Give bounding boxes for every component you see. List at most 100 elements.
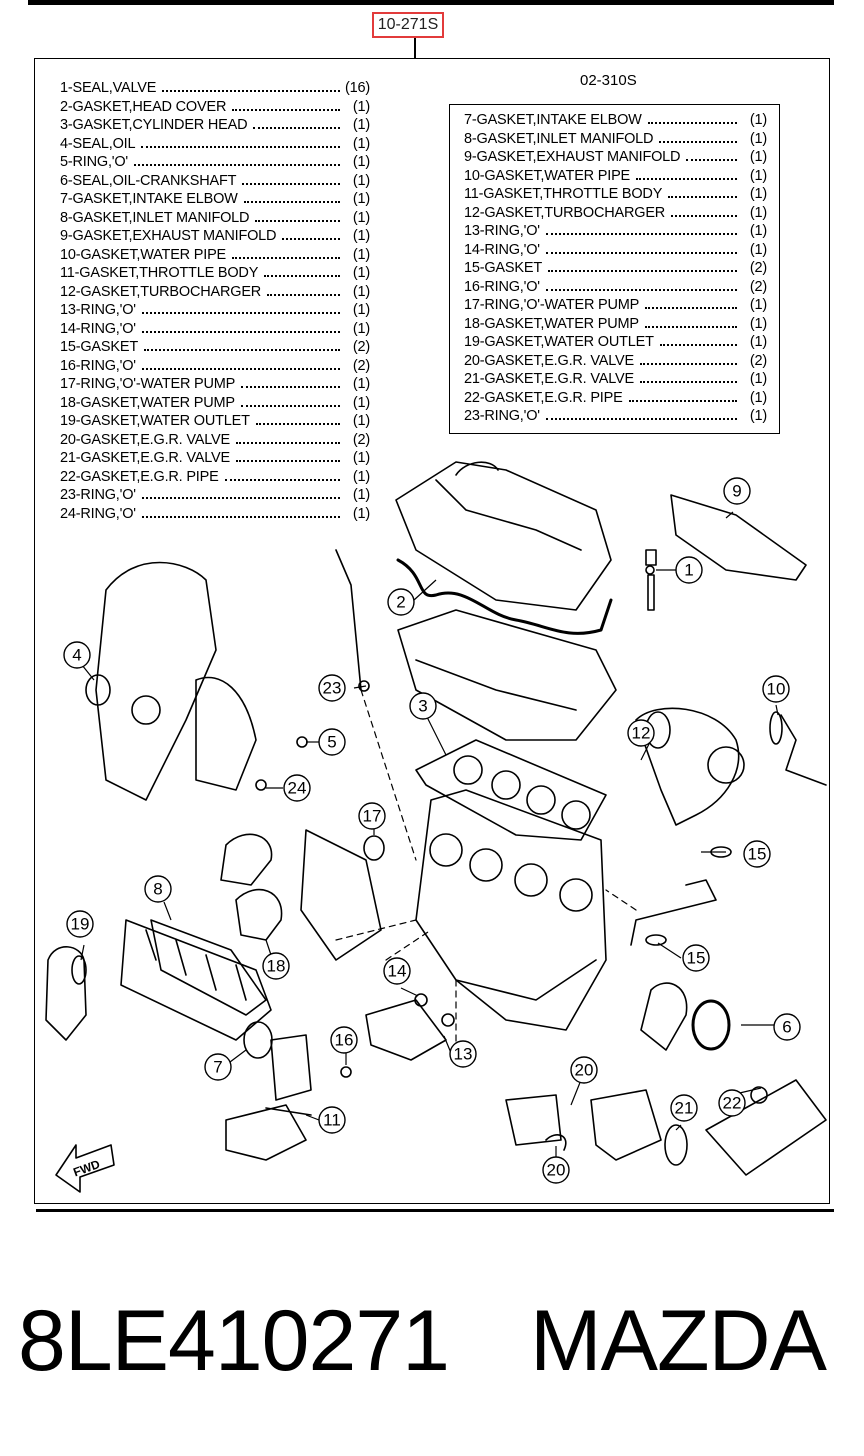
dot-leader xyxy=(141,497,340,499)
bottom-rule xyxy=(36,1209,834,1212)
top-rule xyxy=(28,0,834,5)
part-quantity: (1) xyxy=(352,172,370,189)
part-quantity: (1) xyxy=(352,505,370,522)
parts-list-row: 15-GASKET(2) xyxy=(60,339,370,358)
part-label: 24-RING,'O' xyxy=(60,505,136,522)
reference-leader-line xyxy=(414,38,416,58)
dot-leader xyxy=(141,145,340,148)
egr-pipe-drawing xyxy=(630,879,717,946)
part-quantity: (2) xyxy=(749,278,767,295)
callout-20a-label: 20 xyxy=(575,1061,594,1080)
callout-15a xyxy=(743,840,771,868)
part-label: 9-GASKET,EXHAUST MANIFOLD xyxy=(464,149,681,165)
product-caption: 8LE410271 MAZDA xyxy=(0,1296,864,1386)
part-quantity: (1) xyxy=(749,315,767,332)
part-label: 11-GASKET,THROTTLE BODY xyxy=(464,186,663,202)
part-label: 10-GASKET,WATER PIPE xyxy=(60,246,227,263)
egr-valve-drawing xyxy=(590,1089,662,1161)
dot-leader xyxy=(639,381,737,383)
part-label: 16-RING,'O' xyxy=(60,357,136,374)
sub-kit-row: 7-GASKET,INTAKE ELBOW(1) xyxy=(464,112,767,131)
head-cover-drawing xyxy=(395,461,612,611)
callout-2-label: 2 xyxy=(396,593,405,612)
dot-leader xyxy=(235,441,340,444)
part-quantity: (1) xyxy=(749,371,767,387)
callout-8 xyxy=(144,875,172,903)
parts-list-row: 10-GASKET,WATER PIPE (1) xyxy=(60,247,370,266)
part-label: 20-GASKET,E.G.R. VALVE xyxy=(464,352,634,369)
part-quantity: (1) xyxy=(352,320,370,337)
dot-leader xyxy=(141,367,340,370)
part-label: 12-GASKET,TURBOCHARGER xyxy=(464,204,666,221)
dot-leader xyxy=(659,344,737,346)
dot-leader xyxy=(267,293,340,296)
part-quantity: (1) xyxy=(749,112,767,128)
sub-kit-row: 11-GASKET,THROTTLE BODY(1) xyxy=(464,186,767,205)
water-inlet-drawing xyxy=(365,999,447,1061)
parts-list-row: 7-GASKET,INTAKE ELBOW(1) xyxy=(60,191,370,210)
callout-2 xyxy=(387,588,415,616)
diagram-frame xyxy=(34,58,830,1204)
dot-leader xyxy=(547,270,737,272)
callout-15b-label: 15 xyxy=(687,949,706,968)
dot-leader xyxy=(686,159,737,161)
sub-kit-row: 10-GASKET,WATER PIPE (1) xyxy=(464,168,767,187)
part-quantity: (1) xyxy=(352,265,370,281)
part-label: 2-GASKET,HEAD COVER xyxy=(60,98,227,115)
callout-23-label: 23 xyxy=(323,679,342,698)
part-label: 13-RING,'O' xyxy=(464,223,540,239)
part-label: 18-GASKET,WATER PUMP xyxy=(60,394,235,411)
dipstick-tube-drawing xyxy=(335,549,362,691)
dot-leader xyxy=(628,399,737,402)
part-quantity: (1) xyxy=(749,167,767,184)
dot-leader xyxy=(235,460,340,462)
sub-kit-row: 12-GASKET,TURBOCHARGER(1) xyxy=(464,205,767,224)
dot-leader xyxy=(264,275,340,277)
part-quantity: (1) xyxy=(352,450,370,466)
callout-12-label: 12 xyxy=(632,724,651,743)
callout-4 xyxy=(63,641,91,669)
callout-9-label: 9 xyxy=(732,482,741,501)
cylinder-head-drawing xyxy=(397,609,617,741)
callout-17-label: 17 xyxy=(363,807,382,826)
part-label: 11-GASKET,THROTTLE BODY xyxy=(60,265,259,281)
part-label: 21-GASKET,E.G.R. VALVE xyxy=(464,371,634,387)
parts-list-row: 13-RING,'O'(1) xyxy=(60,302,370,321)
part-label: 22-GASKET,E.G.R. PIPE xyxy=(464,389,623,406)
callout-9 xyxy=(723,477,751,505)
callout-10-label: 10 xyxy=(767,680,786,699)
callout-22 xyxy=(718,1089,746,1117)
sub-kit-row: 9-GASKET,EXHAUST MANIFOLD(1) xyxy=(464,149,767,168)
part-quantity: (1) xyxy=(749,297,767,313)
reference-code: 10-271S xyxy=(372,12,444,38)
callout-13-label: 13 xyxy=(454,1045,473,1064)
dot-leader xyxy=(659,140,737,143)
part-label: 22-GASKET,E.G.R. PIPE xyxy=(60,468,219,485)
parts-list-row: 12-GASKET,TURBOCHARGER(1) xyxy=(60,284,370,303)
sub-kit-row: 19-GASKET,WATER OUTLET(1) xyxy=(464,334,767,353)
part-quantity: (2) xyxy=(352,431,370,448)
dot-leader xyxy=(141,515,340,518)
dot-leader xyxy=(545,288,737,291)
head-cover-gasket-drawing xyxy=(396,558,613,635)
parts-list-row: 9-GASKET,EXHAUST MANIFOLD(1) xyxy=(60,228,370,247)
part-label: 10-GASKET,WATER PIPE xyxy=(464,167,631,184)
part-label: 20-GASKET,E.G.R. VALVE xyxy=(60,431,230,448)
callout-20a xyxy=(570,1056,598,1084)
part-quantity: (1) xyxy=(352,246,370,263)
parts-list-row: 22-GASKET,E.G.R. PIPE(1) xyxy=(60,469,370,488)
callout-23 xyxy=(318,674,346,702)
callout-12 xyxy=(627,719,655,747)
part-label: 9-GASKET,EXHAUST MANIFOLD xyxy=(60,228,277,244)
egr-pipe-left-drawing xyxy=(505,1094,562,1146)
parts-list-row: 16-RING,'O'(2) xyxy=(60,358,370,377)
parts-list-row: 14-RING,'O'(1) xyxy=(60,321,370,340)
callout-16-label: 16 xyxy=(335,1031,354,1050)
head-gasket-drawing xyxy=(415,739,607,841)
callout-7-label: 7 xyxy=(213,1058,222,1077)
sub-kit-code: 02-310S xyxy=(580,72,637,89)
callout-18-label: 18 xyxy=(267,957,286,976)
callout-19-label: 19 xyxy=(71,915,90,934)
part-label: 4-SEAL,OIL xyxy=(60,135,136,152)
part-quantity: (1) xyxy=(749,223,767,239)
